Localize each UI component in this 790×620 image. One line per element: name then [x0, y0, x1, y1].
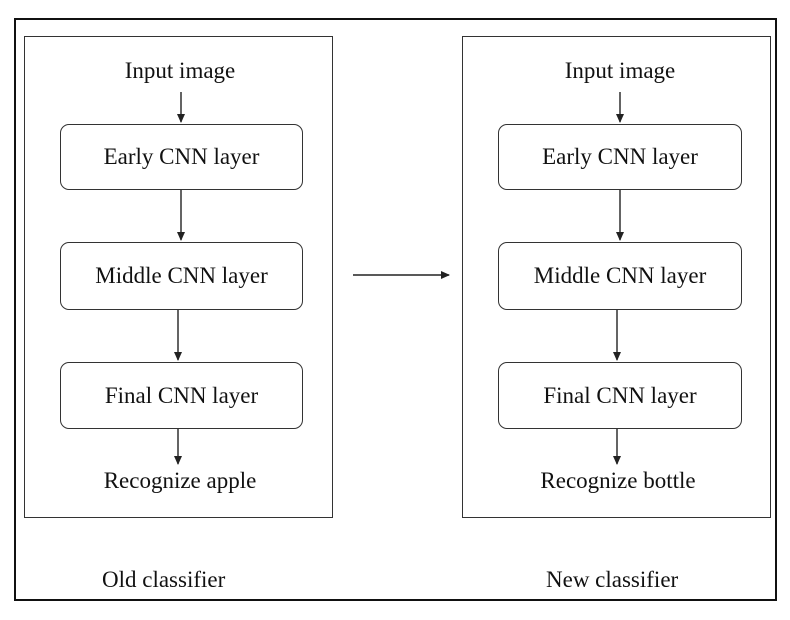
new-classifier-panel — [462, 36, 771, 518]
left-output-label: Recognize apple — [103, 468, 257, 493]
old-classifier-caption: Old classifier — [102, 567, 226, 592]
right-input-label: Input image — [564, 58, 676, 83]
right-output-label: Recognize bottle — [540, 468, 696, 493]
left-early-cnn-layer: Early CNN layer — [60, 124, 303, 190]
right-middle-cnn-layer: Middle CNN layer — [498, 242, 742, 310]
left-input-label: Input image — [124, 58, 236, 83]
diagram-frame — [14, 18, 777, 601]
old-classifier-panel — [24, 36, 333, 518]
right-final-cnn-layer: Final CNN layer — [498, 362, 742, 429]
right-early-cnn-layer: Early CNN layer — [498, 124, 742, 190]
new-classifier-caption: New classifier — [546, 567, 679, 592]
left-final-cnn-layer: Final CNN layer — [60, 362, 303, 429]
left-middle-cnn-layer: Middle CNN layer — [60, 242, 303, 310]
